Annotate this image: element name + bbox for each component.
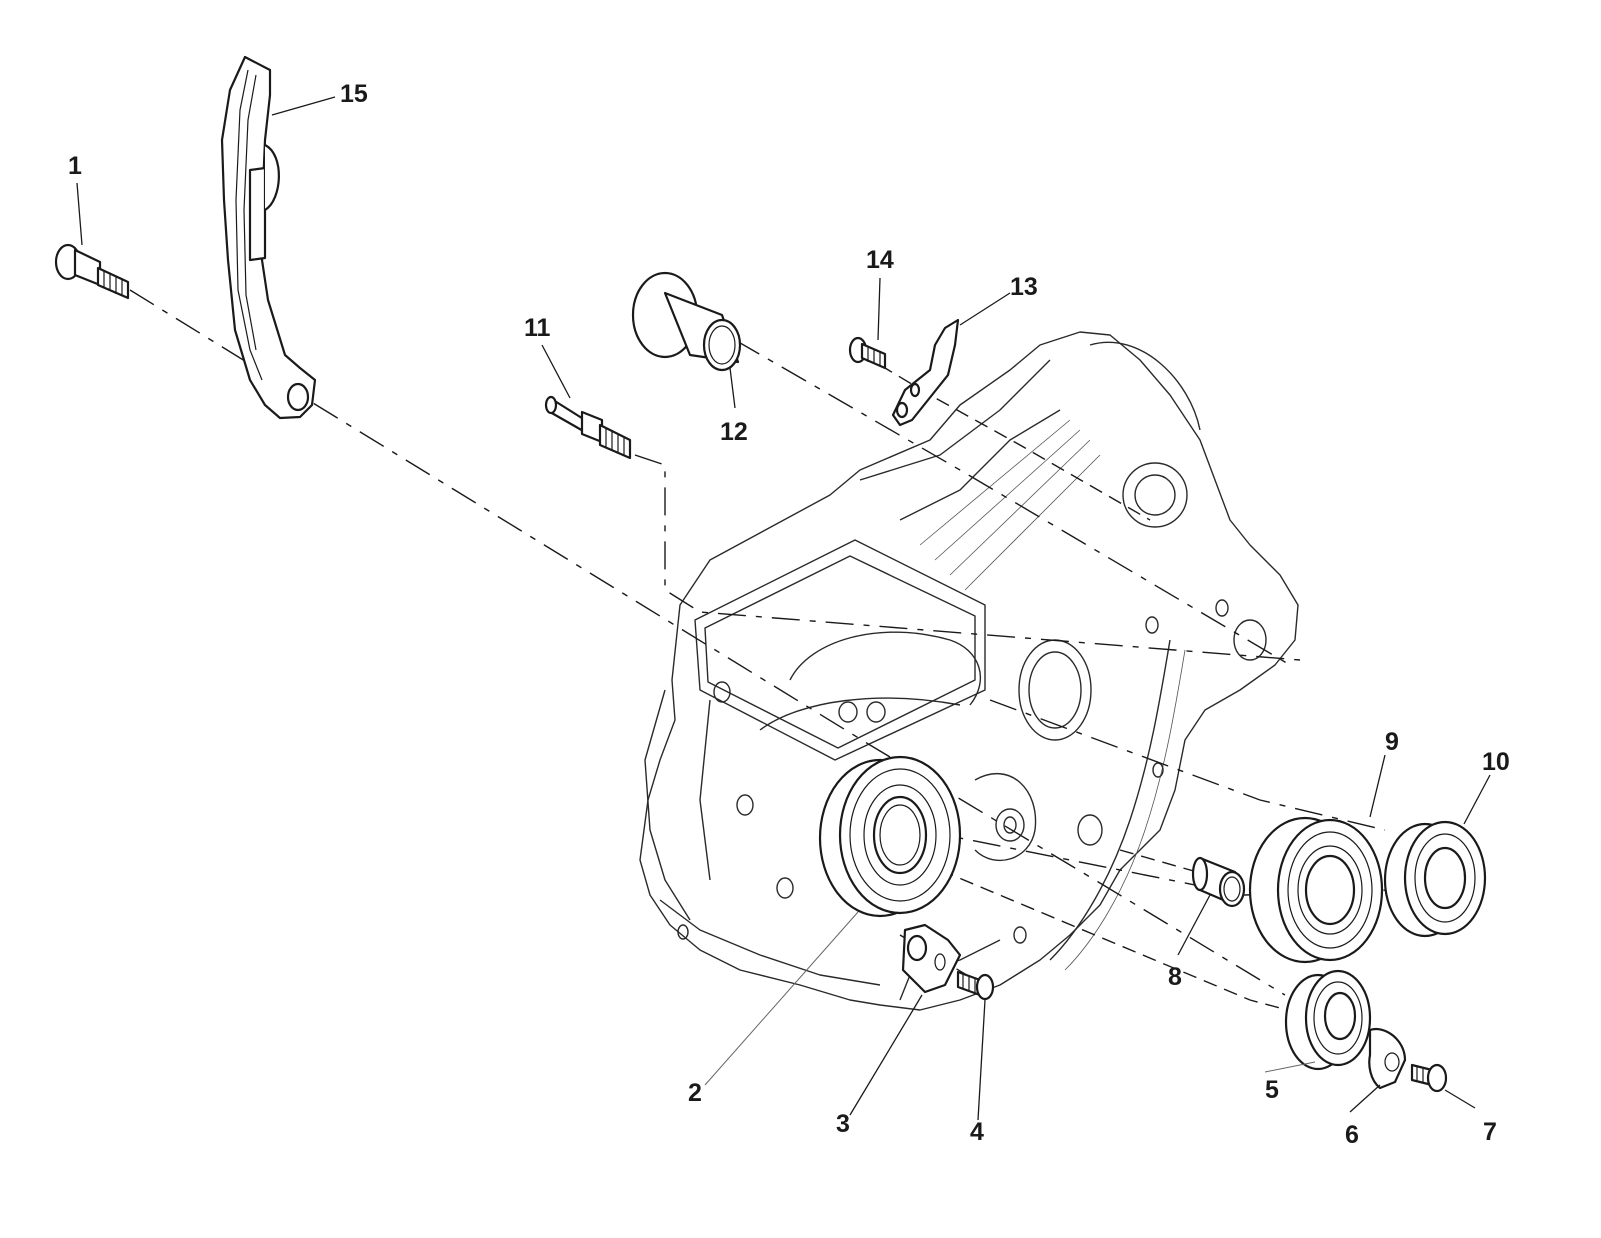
callout-6: 6 xyxy=(1345,1121,1359,1149)
axis-11 xyxy=(634,454,1301,661)
main-bearing-part xyxy=(818,755,962,918)
leader-5 xyxy=(1264,1061,1316,1073)
callout-15: 15 xyxy=(340,80,368,108)
leader-3 xyxy=(849,994,923,1116)
leader-2 xyxy=(704,911,859,1086)
screw-part-7 xyxy=(1410,1063,1448,1093)
callout-10: 10 xyxy=(1482,748,1510,776)
bracket-plate-part xyxy=(891,318,960,427)
callout-5: 5 xyxy=(1265,1076,1279,1104)
leader-6 xyxy=(1349,1084,1381,1113)
leader-12 xyxy=(729,367,736,409)
leader-14 xyxy=(877,277,881,341)
stud-bolt-part xyxy=(544,395,632,460)
chain-guide-part xyxy=(220,55,317,420)
oil-seal-part xyxy=(1284,969,1372,1071)
leader-1 xyxy=(76,182,83,246)
callout-11: 11 xyxy=(524,314,551,342)
ball-bearing-part-9 xyxy=(1248,816,1384,964)
callout-labels: 1 2 3 4 5 6 7 8 9 10 11 12 13 14 15 xyxy=(68,80,1510,1149)
leader-9 xyxy=(1369,754,1386,818)
axis-bearings xyxy=(919,829,1391,896)
leader-10 xyxy=(1463,774,1491,825)
leader-13 xyxy=(959,292,1011,326)
retainer-plate-part-3 xyxy=(901,923,962,994)
callout-8: 8 xyxy=(1168,963,1182,991)
callout-9: 9 xyxy=(1385,728,1399,756)
screw-part-4 xyxy=(956,970,995,1001)
callout-2: 2 xyxy=(688,1079,702,1107)
ball-bearing-part-10 xyxy=(1383,820,1487,938)
leader-lines xyxy=(76,96,1491,1121)
leader-15 xyxy=(271,96,336,116)
axis-13-14 xyxy=(879,364,1151,521)
callout-1: 1 xyxy=(68,152,82,180)
callout-13: 13 xyxy=(1010,273,1038,301)
leader-7 xyxy=(1444,1089,1476,1109)
leader-4 xyxy=(977,999,986,1121)
axis-12 xyxy=(734,339,1291,666)
dowel-bushing-part xyxy=(1191,856,1246,908)
screw-part-14 xyxy=(848,336,887,370)
retainer-plate-part-6 xyxy=(1368,1027,1407,1090)
callout-7: 7 xyxy=(1483,1118,1497,1146)
flanged-bushing-part xyxy=(631,271,742,372)
callout-3: 3 xyxy=(836,1110,850,1138)
axis-9 xyxy=(989,699,1386,831)
leader-8 xyxy=(1177,894,1211,956)
callout-14: 14 xyxy=(866,246,894,274)
callout-12: 12 xyxy=(720,418,748,446)
shoulder-bolt-part xyxy=(54,243,130,300)
callout-4: 4 xyxy=(970,1118,984,1146)
leader-11 xyxy=(541,344,571,399)
crankcase-half xyxy=(639,331,1299,1011)
